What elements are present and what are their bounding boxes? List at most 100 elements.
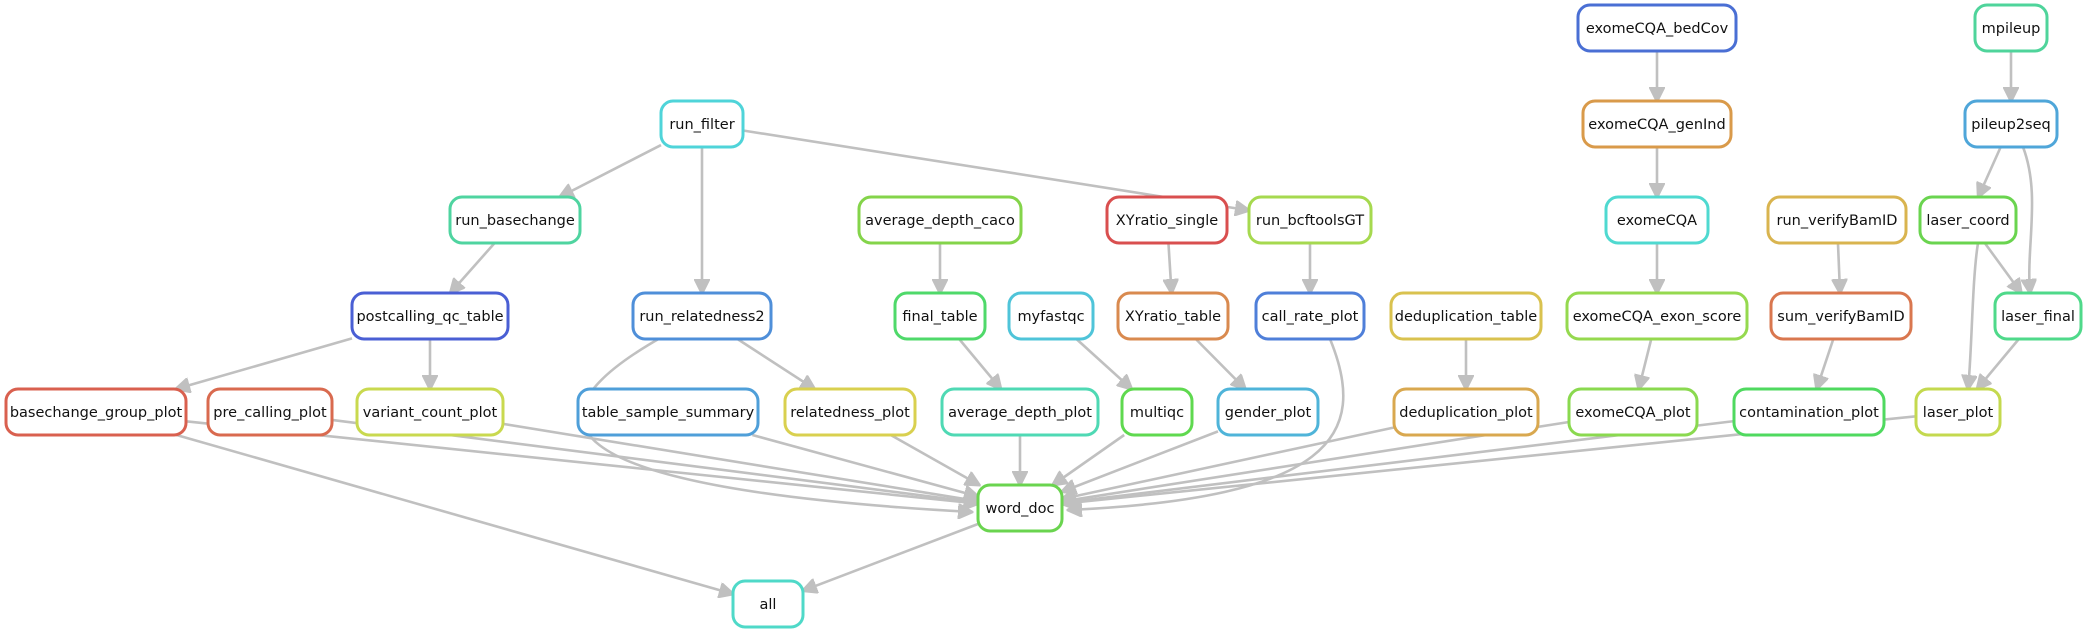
edge-postcalling_qc_table-to-basechange_group_plot [176,337,353,389]
node-box [448,195,582,245]
node-label: XYratio_single [1116,213,1218,229]
node-run-relatedness2[interactable]: run_relatedness2 [631,291,773,341]
edge-final_table-to-average_depth_plot [958,338,1001,389]
node-exomeCQA-plot[interactable]: exomeCQA_plot [1567,387,1699,437]
node-box [1993,291,2083,341]
node-average-depth-caco[interactable]: average_depth_caco [857,195,1023,245]
node-pileup2seq[interactable]: pileup2seq [1963,99,2059,149]
node-box [1567,387,1699,437]
node-label: run_bcftoolsGT [1256,213,1364,229]
node-sum-verifyBamID[interactable]: sum_verifyBamID [1769,291,1913,341]
edge-pileup2seq-to-laser_coord [1978,146,2002,197]
node-box [1389,291,1543,341]
node-laser-final[interactable]: laser_final [1993,291,2083,341]
node-box [1254,291,1366,341]
node-box [893,291,987,341]
node-label: contamination_plot [1739,405,1879,421]
node-all[interactable]: all [731,579,805,629]
node-label: laser_final [2001,309,2075,325]
node-run-verifyBamID[interactable]: run_verifyBamID [1766,195,1908,245]
node-final-table[interactable]: final_table [893,291,987,341]
node-label: multiqc [1130,405,1184,421]
node-label: myfastqc [1017,309,1084,325]
node-label: deduplication_plot [1399,405,1533,421]
node-average-depth-plot[interactable]: average_depth_plot [940,387,1100,437]
node-box [4,387,188,437]
node-label: XYratio_table [1125,309,1221,325]
node-exomeCQA-genInd[interactable]: exomeCQA_genInd [1581,99,1733,149]
node-word-doc[interactable]: word_doc [976,483,1064,533]
node-deduplication-plot[interactable]: deduplication_plot [1392,387,1540,437]
edge-run_relatedness2-to-relatedness_plot [736,337,814,389]
edge-sum_verifyBamID-to-contamination_plot [1817,338,1835,389]
node-call-rate-plot[interactable]: call_rate_plot [1254,291,1366,341]
node-label: gender_plot [1225,405,1312,421]
node-deduplication-table[interactable]: deduplication_table [1389,291,1543,341]
node-label: run_filter [669,117,734,133]
node-variant-count-plot[interactable]: variant_count_plot [355,387,505,437]
node-XYratio-single[interactable]: XYratio_single [1105,195,1229,245]
node-box [1918,195,2018,245]
node-label: average_depth_caco [865,213,1015,229]
edge-pileup2seq-to-laser_final [2023,146,2032,293]
node-contamination-plot[interactable]: contamination_plot [1732,387,1886,437]
edge-table_sample_summary-to-word_doc [751,433,978,497]
edge-deduplication_plot-to-word_doc [1062,426,1395,498]
node-laser-plot[interactable]: laser_plot [1914,387,2002,437]
node-label: laser_coord [1926,213,2009,229]
node-label: deduplication_table [1395,309,1537,325]
node-myfastqc[interactable]: myfastqc [1007,291,1095,341]
edge-word_doc-to-all [803,522,979,591]
node-mpileup[interactable]: mpileup [1973,3,2049,53]
node-pre-calling-plot[interactable]: pre_calling_plot [206,387,334,437]
edge-laser_coord-to-laser_final [1983,242,2021,293]
node-XYratio-table[interactable]: XYratio_table [1116,291,1230,341]
edges-layer [176,51,2032,594]
node-box [1963,99,2059,149]
node-relatedness-plot[interactable]: relatedness_plot [783,387,917,437]
node-table-sample-summary[interactable]: table_sample_summary [576,387,760,437]
node-box [631,291,773,341]
node-box [1766,195,1908,245]
node-box [576,387,760,437]
node-postcalling-qc-table[interactable]: postcalling_qc_table [350,291,510,341]
node-label: variant_count_plot [363,405,498,421]
node-label: exomeCQA_bedCov [1586,21,1729,37]
edge-call_rate_plot-to-word_doc [1068,338,1345,510]
node-box [350,291,510,341]
node-box [1604,195,1710,245]
node-label: mpileup [1982,21,2041,37]
node-box [857,195,1023,245]
node-box [783,387,917,437]
node-box [1247,195,1373,245]
node-label: pre_calling_plot [213,405,327,421]
node-exomeCQA-exon-score[interactable]: exomeCQA_exon_score [1565,291,1749,341]
node-box [1105,195,1229,245]
node-multiqc[interactable]: multiqc [1120,387,1194,437]
node-box [976,483,1064,533]
node-label: final_table [902,309,977,325]
node-label: pileup2seq [1971,117,2050,133]
node-box [659,99,745,149]
node-gender-plot[interactable]: gender_plot [1216,387,1320,437]
node-run-filter[interactable]: run_filter [659,99,745,149]
node-label: table_sample_summary [582,405,755,421]
node-exomeCQA-bedCov[interactable]: exomeCQA_bedCov [1576,3,1738,53]
node-run-bcftoolsGT[interactable]: run_bcftoolsGT [1247,195,1373,245]
edge-relatedness_plot-to-word_doc [890,433,980,485]
edge-run_verifyBamID-to-sum_verifyBamID [1838,242,1840,293]
node-exomeCQA[interactable]: exomeCQA [1604,195,1710,245]
node-label: exomeCQA_plot [1575,405,1691,421]
node-label: postcalling_qc_table [356,309,503,325]
node-box [1732,387,1886,437]
edge-laser_coord-to-laser_plot [1968,242,1980,389]
edge-exomeCQA_exon_score-to-exomeCQA_plot [1639,338,1653,389]
edge-run_filter-to-run_basechange [560,143,662,197]
node-run-basechange[interactable]: run_basechange [448,195,582,245]
node-label: exomeCQA [1617,213,1697,229]
node-laser-coord[interactable]: laser_coord [1918,195,2018,245]
node-basechange-group-plot[interactable]: basechange_group_plot [4,387,188,437]
node-box [731,579,805,629]
node-box [1973,3,2049,53]
node-box [1216,387,1320,437]
